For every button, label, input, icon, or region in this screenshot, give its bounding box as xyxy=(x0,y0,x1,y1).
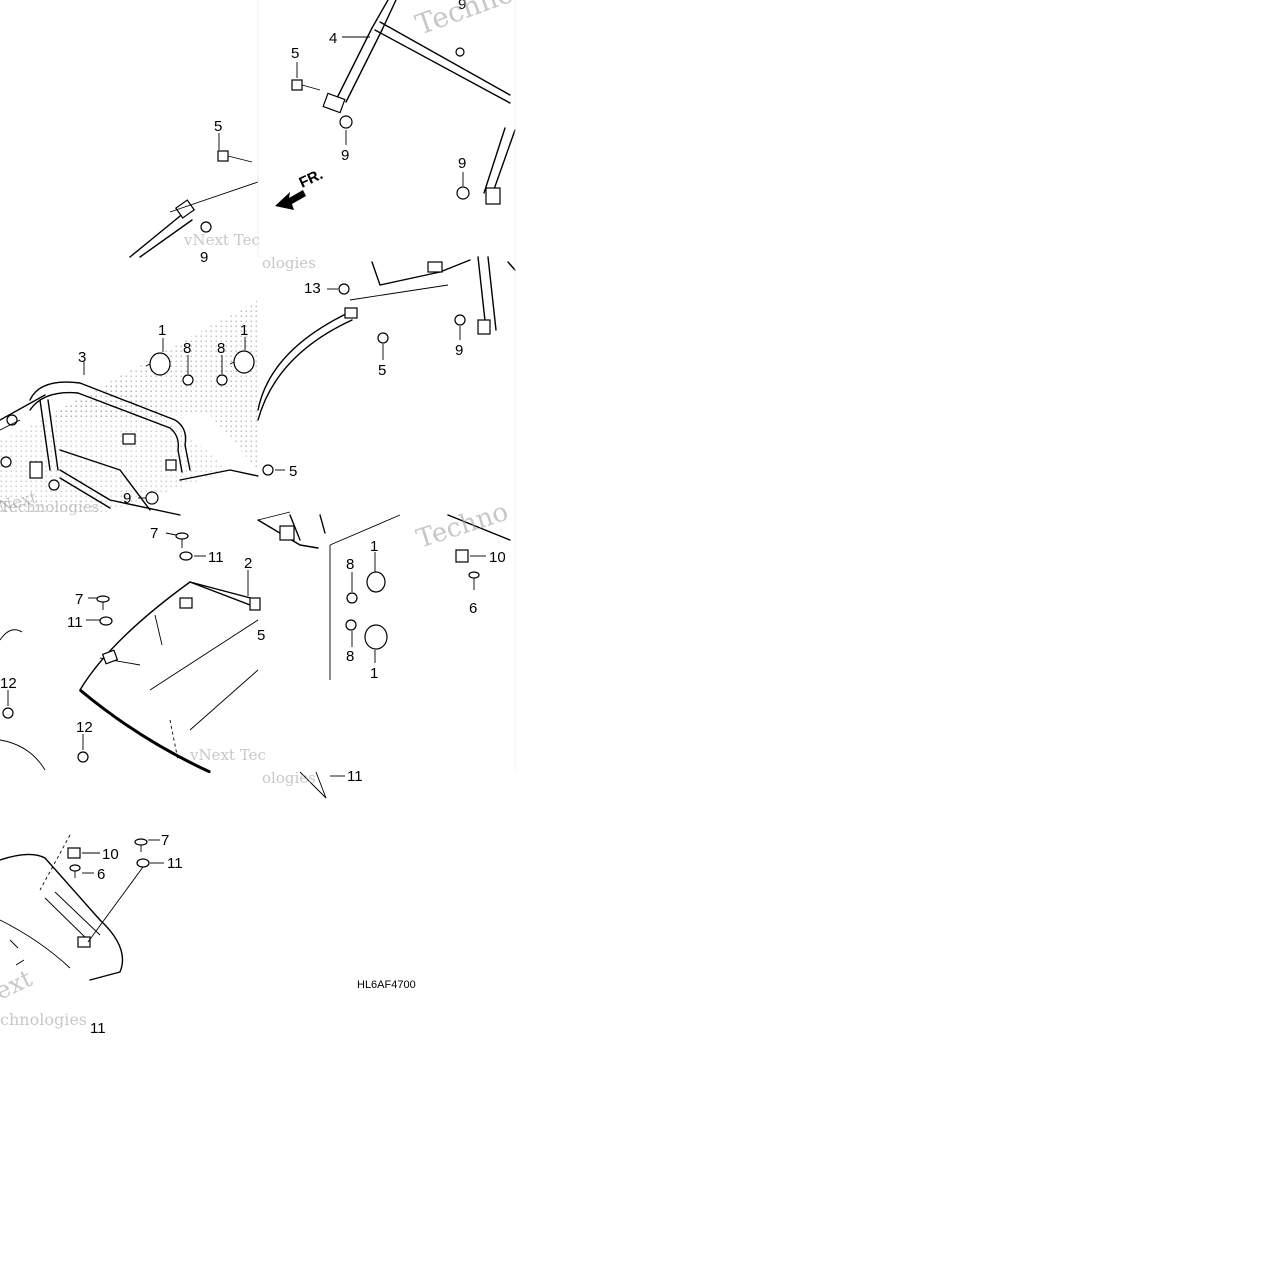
callout-9: 9 xyxy=(458,0,466,13)
callout-8: 8 xyxy=(183,340,191,357)
nut-icon xyxy=(455,47,465,57)
nut-icon xyxy=(454,314,466,326)
callout-5: 5 xyxy=(291,45,299,62)
watermark-text: ext xyxy=(0,964,37,1005)
front-direction-arrow-icon xyxy=(275,190,306,210)
callout-5: 5 xyxy=(378,362,386,379)
callout-9: 9 xyxy=(123,490,131,507)
nut-icon xyxy=(48,479,60,491)
watermark-text: Technologies xyxy=(0,498,99,516)
tile-roof-frame: 13 5 9 5 1 1 8 8 3 9 Next Technologies xyxy=(0,256,516,521)
callout-11: 11 xyxy=(347,768,363,785)
watermark-text: Techno xyxy=(411,0,518,42)
callout-11: 11 xyxy=(90,1020,106,1037)
bolt-icon xyxy=(377,332,389,344)
nut-icon xyxy=(145,491,159,505)
tile-lower-panel: 10 6 7 11 11 ext chnologies HL6AF4700 xyxy=(0,832,416,1037)
bolt-icon xyxy=(0,456,12,468)
callout-1: 1 xyxy=(370,538,378,555)
callout-4: 4 xyxy=(329,30,337,47)
callout-11: 11 xyxy=(208,549,224,566)
tile-windshield: 7 11 2 7 11 5 12 12 1 8 8 1 10 6 11 Tech… xyxy=(0,497,512,799)
rubber-mount-icon xyxy=(145,352,171,376)
callout-7: 7 xyxy=(150,525,158,542)
nut-icon xyxy=(216,374,228,386)
callout-11: 11 xyxy=(67,614,83,631)
callout-7: 7 xyxy=(161,832,169,849)
callout-9: 9 xyxy=(341,147,349,164)
screw-icon xyxy=(134,838,148,852)
screw-icon xyxy=(175,532,189,548)
clip-nut-icon xyxy=(455,549,469,563)
callout-10: 10 xyxy=(102,846,119,863)
callout-7: 7 xyxy=(75,591,83,608)
clip-nut-icon xyxy=(67,847,81,859)
rubber-mount-icon xyxy=(366,571,386,593)
watermark-text: chnologies xyxy=(0,1010,87,1029)
front-label: FR. xyxy=(297,166,326,192)
nut-icon xyxy=(346,592,358,604)
callout-9: 9 xyxy=(458,155,466,172)
diagram-code: HL6AF4700 xyxy=(357,979,416,991)
lower-panel-outline xyxy=(0,853,124,981)
bolt-icon xyxy=(291,79,321,91)
mount-bracket xyxy=(122,433,136,445)
callout-1: 1 xyxy=(370,665,378,682)
callout-5: 5 xyxy=(289,463,297,480)
callout-6: 6 xyxy=(469,600,477,617)
nut-icon xyxy=(200,221,212,233)
washer-icon xyxy=(179,551,193,561)
callout-11: 11 xyxy=(167,855,183,872)
nut-icon xyxy=(339,115,353,129)
callout-5: 5 xyxy=(257,627,265,644)
callout-12: 12 xyxy=(0,675,17,692)
mount-bracket xyxy=(29,461,43,479)
bolt-icon xyxy=(2,707,14,719)
rubber-mount-icon xyxy=(364,624,388,650)
tile-front-roll-bar: FR. 9 4 5 9 5 9 9 Techno vNext Tec ologi… xyxy=(129,0,518,272)
nut-icon xyxy=(182,374,194,386)
washer-icon xyxy=(136,858,150,868)
watermark-text: ologies xyxy=(262,254,316,272)
mount-bracket xyxy=(322,92,346,114)
callout-13: 13 xyxy=(304,280,321,297)
callout-3: 3 xyxy=(78,349,86,366)
rubber-mount-icon xyxy=(229,350,255,374)
mount-bracket xyxy=(485,187,501,205)
nut-icon xyxy=(345,619,357,631)
callout-8: 8 xyxy=(217,340,225,357)
callout-8: 8 xyxy=(346,556,354,573)
frame-tube xyxy=(29,381,191,471)
screw-icon xyxy=(468,571,480,590)
windshield-outline xyxy=(79,581,259,691)
watermark-text: vNext Tec xyxy=(183,231,260,249)
roll-bar-cross-tube xyxy=(379,21,511,96)
callout-8: 8 xyxy=(346,648,354,665)
bolt-icon xyxy=(77,751,89,763)
callout-5: 5 xyxy=(214,118,222,135)
callout-10: 10 xyxy=(489,549,506,566)
watermark-text: vNext Tec xyxy=(189,746,266,764)
watermark-text: Techno xyxy=(413,497,512,555)
nut-icon xyxy=(456,186,470,200)
screw-icon xyxy=(69,864,81,878)
callout-12: 12 xyxy=(76,719,93,736)
callout-2: 2 xyxy=(244,555,252,572)
callout-9: 9 xyxy=(200,249,208,266)
callout-9: 9 xyxy=(455,342,463,359)
callout-1: 1 xyxy=(240,322,248,339)
washer-icon xyxy=(99,616,113,626)
bolt-icon xyxy=(217,150,253,163)
roof-panel-shading xyxy=(40,300,258,470)
screw-icon xyxy=(96,595,110,610)
inset-box-frame xyxy=(329,514,401,546)
watermark-text: ologies xyxy=(262,769,316,787)
callout-6: 6 xyxy=(97,866,105,883)
bolt-icon xyxy=(338,283,350,295)
bolt-icon xyxy=(262,464,274,476)
tile-seams xyxy=(257,0,516,772)
callout-1: 1 xyxy=(158,322,166,339)
